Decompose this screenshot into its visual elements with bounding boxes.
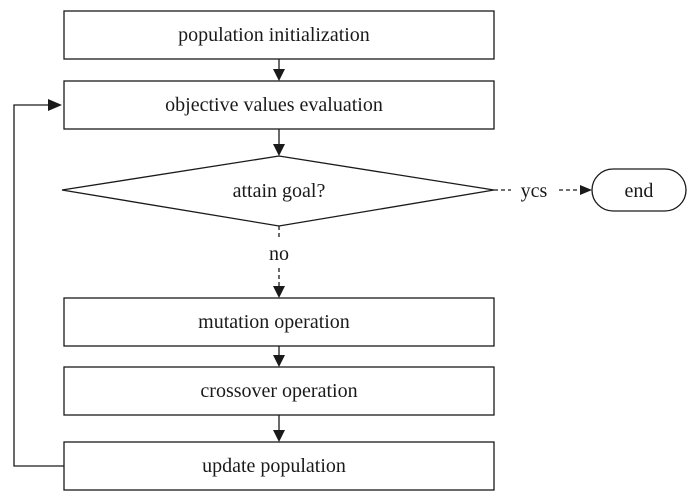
- arrow-init-to-evaluation: [273, 59, 285, 81]
- mutation-operation-label: mutation operation: [198, 311, 350, 333]
- decision-label: attain goal?: [233, 180, 326, 202]
- feedback-loop: [13, 99, 64, 467]
- arrowhead: [273, 69, 285, 81]
- crossover-operation-box: [63, 366, 495, 416]
- yes-branch: ycs: [494, 180, 592, 202]
- arrow-mutation-to-crossover: [273, 346, 285, 367]
- crossover-operation-label: crossover operation: [200, 380, 357, 402]
- mutation-operation-node: mutation operation: [63, 297, 495, 347]
- population-initialization-node: population initialization: [63, 10, 495, 60]
- arrowhead: [580, 185, 592, 195]
- arrowhead: [273, 144, 285, 156]
- arrow-crossover-to-update: [273, 415, 285, 442]
- arrow-evaluation-to-decision: [273, 129, 285, 156]
- no-branch: no: [269, 226, 289, 298]
- objective-evaluation-box: [63, 80, 495, 130]
- arrowhead: [273, 286, 285, 298]
- objective-evaluation-node: objective values evaluation: [63, 80, 495, 130]
- update-population-node: update population: [63, 441, 495, 491]
- arrowhead: [273, 430, 285, 442]
- update-population-label: update population: [202, 455, 346, 477]
- no-label: no: [269, 243, 289, 265]
- loop-connector-line: [13, 104, 64, 467]
- end-terminal: [591, 168, 687, 212]
- update-population-box: [63, 441, 495, 491]
- objective-evaluation-label: objective values evaluation: [165, 94, 383, 116]
- end-node: end: [591, 168, 687, 212]
- end-label: end: [625, 180, 654, 202]
- arrowhead: [48, 99, 62, 111]
- arrowhead: [273, 355, 285, 367]
- yes-label: ycs: [521, 180, 548, 202]
- population-initialization-label: population initialization: [178, 24, 370, 46]
- population-initialization-box: [63, 10, 495, 60]
- attain-goal-decision: attain goal?: [61, 155, 495, 227]
- crossover-operation-node: crossover operation: [63, 366, 495, 416]
